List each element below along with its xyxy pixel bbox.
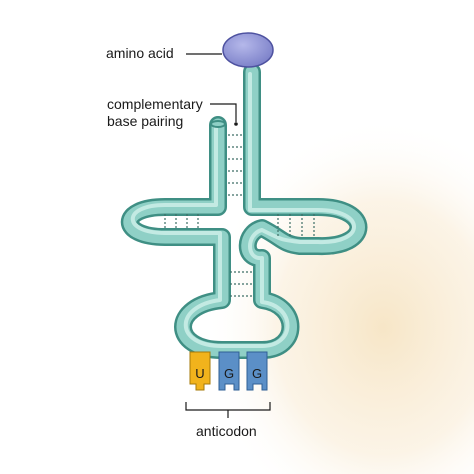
anticodon-bases: U G G	[189, 351, 268, 391]
anticodon-bracket	[185, 402, 271, 418]
complementary-label-line2: base pairing	[107, 113, 184, 129]
base-letter-g1: G	[224, 366, 234, 381]
base-u: U	[189, 351, 211, 391]
base-pairing-ticks	[164, 134, 315, 297]
complementary-label-line1: complementary	[107, 96, 203, 112]
base-letter-u: U	[195, 366, 204, 381]
base-pairing-leader	[210, 103, 237, 122]
base-g2: G	[246, 351, 268, 391]
trna-backbone	[121, 63, 368, 359]
base-g1: G	[218, 351, 240, 391]
amino-acid-blob	[222, 32, 274, 68]
background-glow	[150, 90, 474, 474]
base-letter-g2: G	[252, 366, 262, 381]
amino-acid-label: amino acid	[106, 45, 174, 61]
anticodon-label: anticodon	[196, 423, 257, 439]
